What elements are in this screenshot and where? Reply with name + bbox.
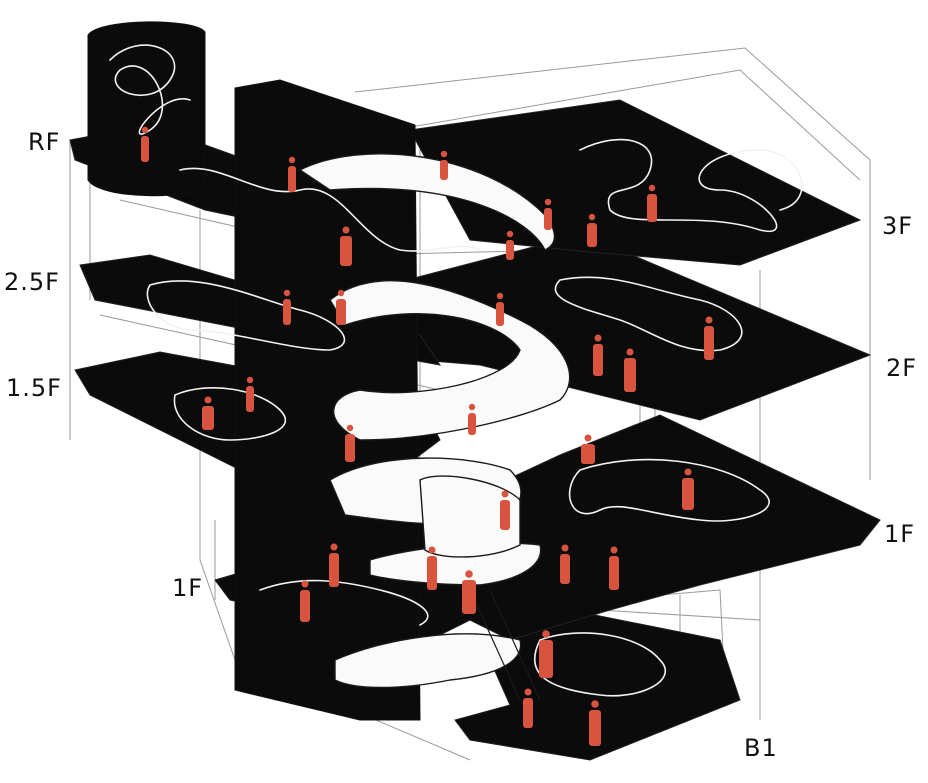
person-figure [544,198,552,230]
person-figure [345,424,355,462]
person-figure [506,230,514,260]
person-figure [500,490,510,530]
circulation-paths [146,138,803,697]
person-figure [283,289,291,325]
person-figure [202,396,214,430]
person-figure [589,700,601,746]
person-figure [523,688,533,728]
rooftop-tower [87,21,206,197]
person-figure [336,289,346,325]
person-figure [329,543,339,587]
person-figure [539,630,553,678]
floor-label-1f-left: 1F [172,574,204,602]
person-figure [462,570,476,614]
person-figure [560,544,570,584]
person-figure [593,334,603,376]
person-figure [246,376,254,412]
person-figure [581,434,595,464]
floor-label-3f: 3F [882,212,914,240]
people-figures [141,126,714,746]
person-figure [704,316,714,360]
person-figure [609,546,619,590]
person-figure [647,184,657,222]
floor-label-2f: 2F [886,354,918,382]
person-figure [427,546,437,590]
floor-label-1-5f: 1.5F [6,374,62,402]
floor-label-2-5f: 2.5F [4,268,60,296]
person-figure [496,292,504,326]
person-figure [440,150,448,180]
person-figure [300,580,310,622]
person-figure [624,348,636,392]
person-figure [682,468,694,510]
person-figure [468,403,476,435]
floor-label-b1: B1 [744,734,778,762]
person-figure [288,156,296,192]
floor-label-1f-right: 1F [884,520,916,548]
floor-label-rf: RF [28,128,61,156]
person-figure [587,213,597,247]
person-figure [141,126,149,162]
person-figure [340,226,352,266]
spiral-ramp [298,153,571,701]
